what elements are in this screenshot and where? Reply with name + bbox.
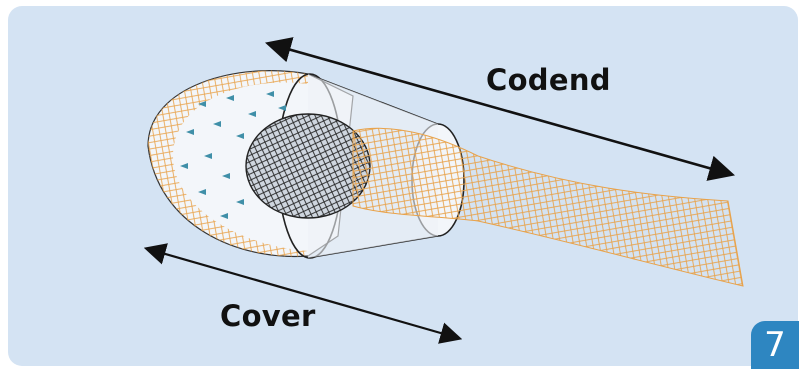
cover-label: Cover — [220, 299, 316, 333]
diagram-area: Codend Cover — [8, 6, 798, 366]
net-illustration — [8, 6, 798, 366]
codend-label: Codend — [486, 63, 611, 97]
page-number-badge: 7 — [751, 321, 799, 369]
codend-mesh-ball — [246, 114, 370, 218]
